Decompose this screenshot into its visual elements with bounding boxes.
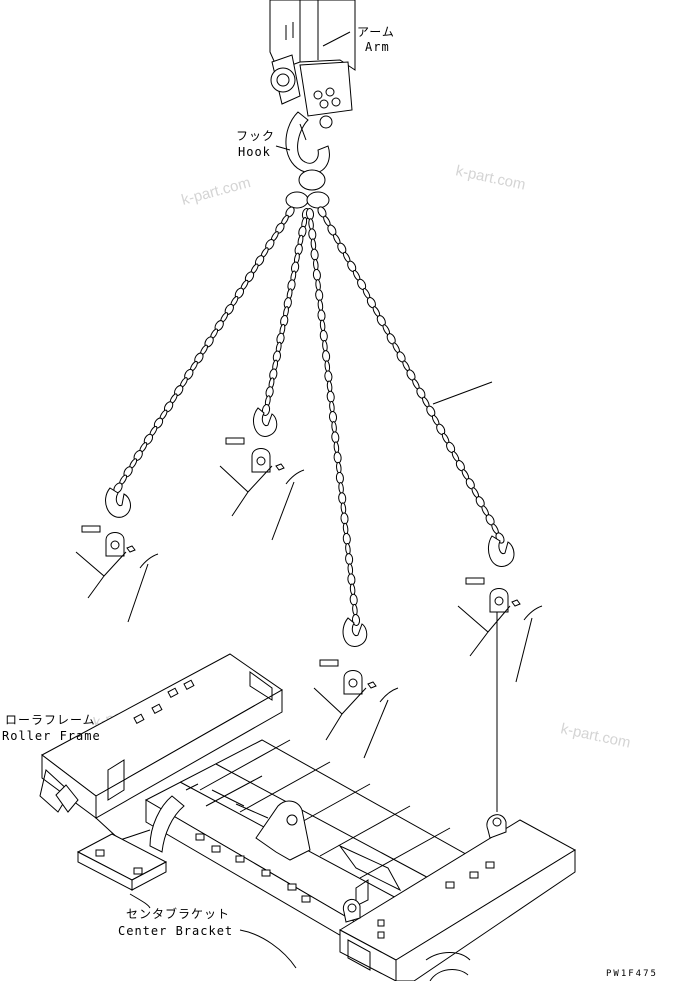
chain-link	[326, 390, 335, 403]
chain-link	[315, 289, 324, 302]
chain-link	[340, 502, 347, 515]
center-bracket-label-en: Center Bracket	[118, 924, 233, 938]
roller-frame-drawing	[39, 653, 283, 841]
chain-3	[305, 208, 361, 626]
chain-link	[338, 482, 344, 495]
center-bracket-drawing	[76, 833, 168, 891]
chain-link	[317, 309, 326, 322]
chain-link	[324, 360, 331, 373]
chain-hook	[253, 407, 278, 437]
chain-link	[345, 553, 354, 566]
chain-link	[340, 512, 349, 525]
arm-label-en: Arm	[365, 40, 390, 54]
chain-link	[308, 228, 317, 241]
chain-link	[333, 441, 340, 454]
chain-hook	[342, 617, 368, 647]
watermark: k-part.com	[454, 162, 527, 193]
hook-label-en: Hook	[238, 145, 271, 159]
chain-link	[312, 268, 321, 281]
hook-label-jp: フック	[236, 129, 275, 143]
chain-hook	[105, 487, 131, 518]
center-bracket-leader	[129, 893, 151, 909]
cross-beam-drawing	[338, 814, 576, 981]
master-ring	[306, 191, 330, 209]
chain-link	[342, 532, 351, 545]
chain-link	[308, 218, 314, 231]
drawing-code: PW1F475	[606, 969, 658, 979]
shackle-set	[313, 659, 399, 759]
chain-link	[310, 238, 317, 251]
chain-1	[113, 206, 295, 494]
chain-2	[261, 208, 311, 416]
shackle-set	[75, 525, 159, 623]
chain-hook	[488, 535, 515, 567]
chain-4	[317, 206, 505, 544]
watermark: k-part.com	[180, 174, 253, 209]
arm-drawing	[269, 0, 356, 129]
chain-link	[345, 543, 351, 555]
center-bracket-leader-2	[239, 929, 297, 969]
chain-link	[349, 593, 358, 606]
chain-link	[342, 522, 349, 535]
chain-link	[317, 299, 324, 312]
master-ring	[285, 191, 309, 209]
hook-leader	[275, 145, 291, 151]
chain-link	[333, 451, 342, 464]
chain-link	[324, 370, 333, 383]
arm-leader	[322, 31, 351, 47]
chain-link	[338, 492, 347, 505]
chain-link	[347, 573, 356, 586]
chain-link	[322, 340, 328, 352]
chain-link	[331, 421, 337, 434]
chain-link	[322, 350, 331, 363]
chain-link	[328, 411, 338, 423]
chain-link	[347, 563, 354, 576]
center-frame-drawing	[144, 739, 482, 949]
chain-link	[349, 583, 356, 596]
center-bracket-label-jp: センタブラケット	[126, 906, 230, 921]
chain-link	[326, 380, 333, 393]
chain-link	[319, 329, 328, 342]
shackle-set	[457, 577, 543, 683]
chain-link	[313, 258, 319, 271]
watermark: k-part.com	[559, 720, 632, 751]
shackle-set	[219, 437, 305, 541]
roller-frame-label-jp: ローラフレーム	[5, 713, 96, 727]
arm-label-jp: アーム	[357, 25, 395, 39]
chain-link	[335, 471, 344, 484]
chain-link	[319, 319, 326, 332]
hook-drawing	[285, 111, 330, 191]
roller-frame-label-en: Roller Frame	[2, 729, 101, 743]
chain-link	[336, 461, 342, 474]
chain-leader	[432, 381, 493, 405]
chain-link	[329, 400, 335, 413]
chain-link	[352, 603, 358, 616]
chain-link	[331, 431, 340, 444]
chain-link	[310, 248, 319, 261]
chain-link	[315, 279, 321, 292]
